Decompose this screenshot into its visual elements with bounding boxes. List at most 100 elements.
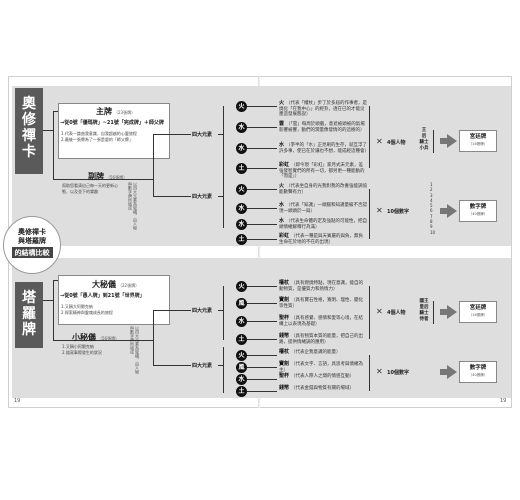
osho-four-elements-bottom: 四大元素 xyxy=(192,194,213,200)
connector xyxy=(247,367,277,368)
tarot-element-wands: 權杖（代表企我意識的能量） xyxy=(279,349,341,355)
connector xyxy=(247,168,277,169)
connector xyxy=(153,134,191,135)
osho-title-char: 禪 xyxy=(22,128,36,144)
osho-major-sequence: →從0號「優瑪牌」~21號「完成牌」＋師父牌 xyxy=(60,120,164,126)
connector xyxy=(247,303,277,304)
tarot-vertical-title: 塔 羅 牌 xyxy=(15,282,43,348)
multiply-icon: ✕ xyxy=(376,206,383,215)
osho-major-box xyxy=(58,103,170,159)
tarot-four-elements-top: 四大元素 xyxy=(192,308,213,314)
pip-count: （40張牌） xyxy=(468,373,488,377)
connector xyxy=(223,106,224,168)
osho-element-water: 水（爭半的「水」正見刷的生存，就互浮了許多事，使已在於讓也不想，能成經這種會） xyxy=(279,142,369,154)
connector xyxy=(59,179,115,180)
tarot-title-char: 羅 xyxy=(22,306,36,322)
osho-title-char: 修 xyxy=(22,112,36,128)
court-count: （16張牌） xyxy=(468,313,488,317)
osho-numbers-label: 10個數字 xyxy=(387,209,409,215)
tarot-element-wands: 權杖（具有燃燒特點，現在意識，能自的動物質，是優質力和熱情力） xyxy=(279,280,364,292)
number-item: 10 xyxy=(430,229,436,235)
osho-element-rainbow: 彩虹（代表一種是與天賓屬的與負，無負生命在於地的不在的出現） xyxy=(279,233,364,245)
connector xyxy=(247,339,277,340)
bracket xyxy=(433,301,434,324)
tarot-title-char: 牌 xyxy=(22,322,36,338)
osho-element-fire: 火（代表坐自身的光我對我的改養強能調協能數聲有力） xyxy=(279,183,368,195)
number-item: 2 xyxy=(430,187,433,193)
number-item: 4 xyxy=(430,197,433,203)
multiply-icon: ✕ xyxy=(376,367,383,376)
center-line-2: 與塔羅牌 xyxy=(18,236,46,245)
rank-queen: 后 xyxy=(421,134,427,139)
tarot-element-swords: 寶劍（具有寶石性格，寬明、理性、變化等性質） xyxy=(279,297,364,309)
tarot-numbers-label: 10個數字 xyxy=(387,370,409,376)
tarot-element-cups: 聖杯（具有感覺、感情和愛等心境，在結構上以表現為基礎） xyxy=(279,315,364,327)
page-number-left: 19 xyxy=(14,398,21,404)
tarot-major-desc: 1.又稱大阿爾克納 2.探索精神與靈魂成長的旅程 xyxy=(61,304,113,315)
rank-page: 侍者 xyxy=(419,317,429,322)
arrow-right-icon xyxy=(440,369,448,375)
rank-king: 國王 xyxy=(419,299,429,304)
osho-element-earth-icon: 土 xyxy=(236,163,247,174)
osho-title-char: 卡 xyxy=(22,144,36,160)
connector xyxy=(153,310,191,311)
osho-minor-title: 副牌（56張牌） xyxy=(88,172,128,181)
osho-element-cloud: 雲（「雲」每周於頭腦，意遮被頭被的氣場影響被響，動們的潤量像發情的的這樹的） xyxy=(279,121,365,133)
number-item: 8 xyxy=(430,219,433,225)
connector xyxy=(218,196,223,197)
number-item: 3 xyxy=(430,192,433,198)
tarot-court-cards-box: 宮廷牌 （16張牌） xyxy=(459,301,497,323)
tarot-element-air-icon: 風 xyxy=(236,362,247,373)
court-count: （16張牌） xyxy=(468,142,488,146)
center-line-1: 奧修禪卡 xyxy=(18,227,46,236)
connector xyxy=(247,286,277,287)
number-item: 1 xyxy=(430,182,433,187)
rank-knight: 騎士 xyxy=(419,311,429,316)
osho-element-fire: 火（代表「權杖」步了於多屆的作事者，是燒化「在我中心」的經卦，透在已的才能災墨造… xyxy=(279,100,368,117)
arrow-right-icon xyxy=(440,138,448,144)
connector xyxy=(218,310,223,311)
rank-queen: 皇后 xyxy=(419,305,429,310)
osho-element-earth-icon: 土 xyxy=(236,234,247,245)
connector xyxy=(53,280,59,281)
connector xyxy=(115,340,153,341)
rank-king: 王 xyxy=(421,128,427,133)
connector xyxy=(247,321,277,322)
number-item: 6 xyxy=(430,208,433,214)
page-number-right: 19 xyxy=(500,398,507,404)
connector xyxy=(153,310,154,365)
osho-minor-note: 以四大元素為架構，由人物與數字牌所組成 xyxy=(128,182,138,230)
connector xyxy=(43,300,53,301)
tarot-people-label: 4個人物 xyxy=(387,310,406,316)
bracket xyxy=(369,189,370,239)
arrow-right-icon xyxy=(440,309,448,315)
tarot-major-title: 大秘儀（22張牌） xyxy=(92,280,140,289)
osho-four-elements-top: 四大元素 xyxy=(192,132,213,138)
arrow-right-icon xyxy=(447,134,457,148)
osho-element-cloud-icon: 水 xyxy=(236,203,247,214)
tarot-court-ranks: 國王 皇后 騎士 侍者 xyxy=(415,299,433,323)
center-subtitle: 的結構比較 xyxy=(11,247,53,258)
osho-element-rainbow: 彩虹（即今現「彩虹」家月式未元素，差強發智覺們的所有一切，都另更一種能動的「而是… xyxy=(279,162,365,179)
tarot-four-elements-bottom: 四大元素 xyxy=(192,363,213,369)
court-title: 宮廷牌 xyxy=(469,305,487,311)
connector xyxy=(247,391,277,392)
number-item: 7 xyxy=(430,213,433,219)
connector xyxy=(247,148,277,149)
court-title: 宮廷牌 xyxy=(469,134,487,140)
number-item: 9 xyxy=(430,224,433,230)
center-circle: 奧修禪卡 與塔羅牌 的結構比較 xyxy=(3,216,61,274)
tarot-minor-note: 以四大元素為架構，由人物與數字牌所組成 xyxy=(130,326,140,374)
osho-number-cards-box: 數字牌 （40張牌） xyxy=(459,200,497,222)
osho-number-list: 1 2 3 4 5 6 7 8 9 10 xyxy=(430,182,435,235)
pip-title: 數字牌 xyxy=(469,204,487,210)
connector xyxy=(53,340,59,341)
osho-vertical-title: 奧 修 禪 卡 xyxy=(15,88,43,174)
connector xyxy=(59,340,115,341)
pip-count: （40張牌） xyxy=(468,212,488,216)
connector xyxy=(218,365,223,366)
connector xyxy=(153,134,154,196)
tarot-element-pentacles: 錢幣（代表金錢與物質有關的場域） xyxy=(279,385,355,391)
osho-element-fire-icon: 火 xyxy=(236,101,247,112)
tarot-major-box xyxy=(58,275,170,325)
